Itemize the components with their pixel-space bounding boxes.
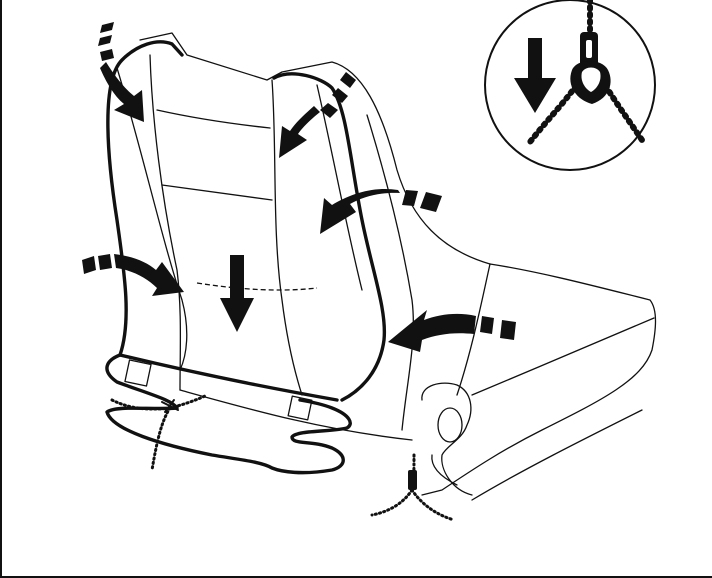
seat-hinge	[422, 383, 472, 495]
seatback-frame	[140, 33, 490, 440]
inset-down-arrow-icon	[514, 38, 556, 113]
zipper-left	[112, 395, 207, 470]
zipper-detail-inset	[485, 0, 655, 170]
down-arrow-icon	[220, 255, 254, 332]
seat-cushion	[422, 264, 656, 500]
curved-arrow-icon-middle-right	[320, 189, 442, 234]
cover-bottom-flap	[107, 355, 350, 473]
curved-arrow-icon-top-left	[98, 22, 144, 122]
curved-arrow-icon-left	[82, 254, 184, 296]
zipper-right	[372, 455, 454, 520]
curved-arrow-icon-lower-right	[388, 310, 516, 352]
